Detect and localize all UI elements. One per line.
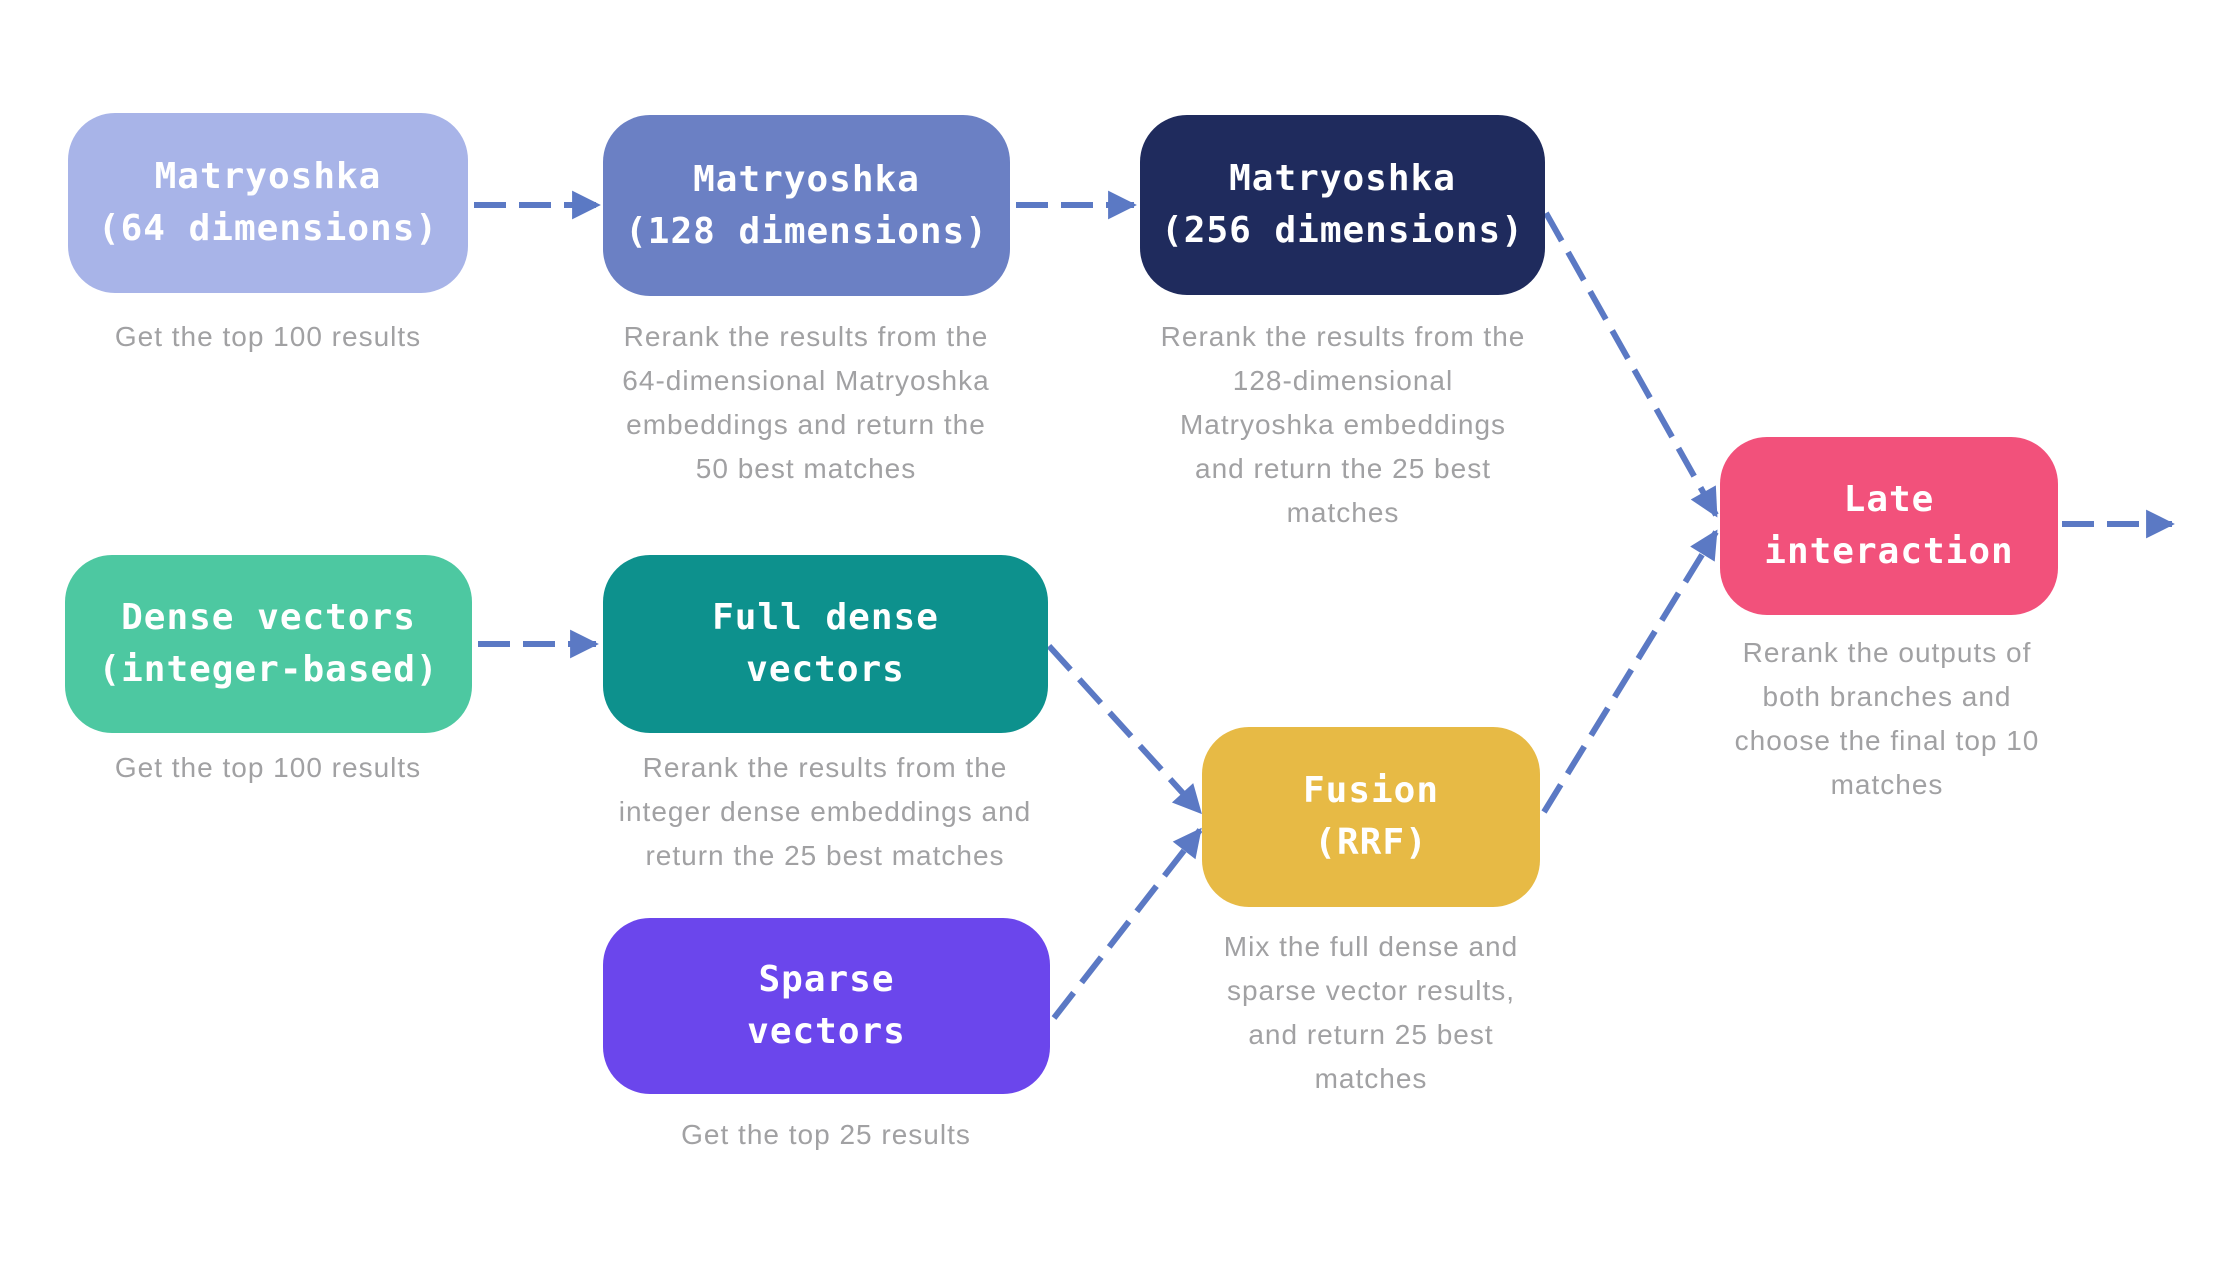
caption-sparse-vectors: Get the top 25 results: [681, 1119, 971, 1150]
caption-late-interaction: Rerank the outputs of both branches and …: [1734, 637, 2040, 800]
node-sparse-vectors: Sparse vectors: [603, 918, 1050, 1094]
caption-dense-vectors: Get the top 100 results: [114, 752, 422, 783]
caption-full-dense-vectors: Rerank the results from the integer dens…: [618, 752, 1032, 871]
node-matryoshka-128: Matryoshka (128 dimensions): [603, 115, 1010, 296]
node-dense-vectors: Dense vectors (integer-based): [65, 555, 472, 733]
node-late-interaction: Late interaction: [1720, 437, 2058, 615]
arrow-fulldense-to-fusion: [1046, 643, 1203, 815]
node-full-dense-vectors: Full dense vectors: [603, 555, 1048, 733]
arrow-m256-to-late: [1543, 211, 1719, 518]
arrow-sparse-to-fusion: [1051, 827, 1203, 1020]
caption-matryoshka-128: Rerank the results from the 64-dimension…: [622, 321, 990, 484]
arrow-fusion-to-late: [1541, 529, 1719, 814]
node-matryoshka-256: Matryoshka (256 dimensions): [1140, 115, 1545, 295]
caption-matryoshka-256: Rerank the results from the 128-dimensio…: [1160, 321, 1526, 528]
caption-fusion-rrf: Mix the full dense and sparse vector res…: [1223, 931, 1519, 1094]
node-matryoshka-64: Matryoshka (64 dimensions): [68, 113, 468, 293]
node-fusion-rrf: Fusion (RRF): [1202, 727, 1540, 907]
caption-matryoshka-64: Get the top 100 results: [114, 321, 422, 352]
